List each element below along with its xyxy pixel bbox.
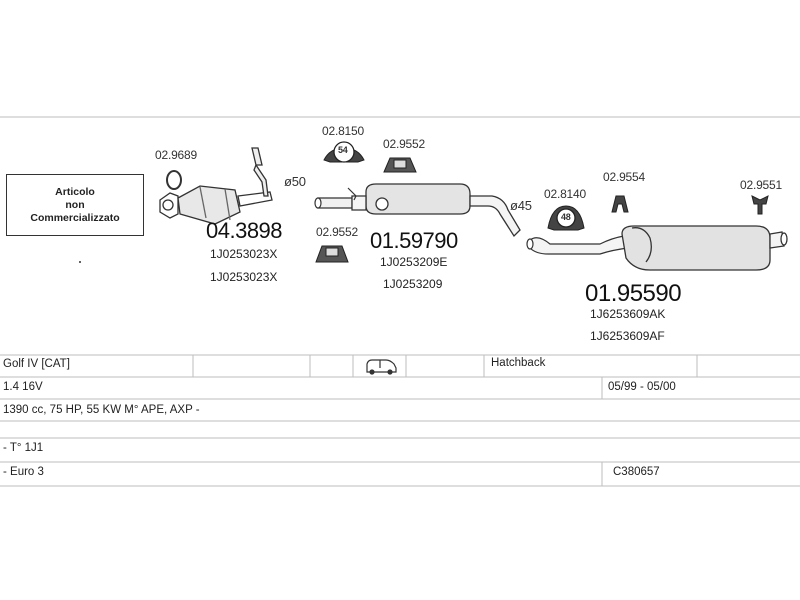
catalyst-oem-1: 1J0253023X bbox=[210, 247, 278, 261]
hanger-top-icon bbox=[383, 157, 417, 173]
vehicle-engine: 1.4 16V bbox=[3, 381, 43, 393]
middle-silencer-code[interactable]: 01.59790 bbox=[370, 228, 458, 253]
middle-silencer-oem-2: 1J0253209 bbox=[383, 277, 443, 291]
catalyst-code[interactable]: 04.3898 bbox=[206, 218, 283, 243]
vehicle-years: 05/99 - 05/00 bbox=[608, 381, 676, 393]
catalyst-oem-2: 1J0253023X bbox=[210, 270, 278, 284]
rubber-mount-2-code[interactable]: 02.9551 bbox=[740, 178, 782, 192]
not-sold-line-2: non bbox=[65, 198, 85, 211]
bracket-icon bbox=[347, 187, 357, 201]
rear-silencer-shape bbox=[621, 225, 788, 271]
middle-silencer-oem-1: 1J0253209E bbox=[380, 255, 448, 269]
clamp-48-icon bbox=[547, 205, 585, 231]
clamp-top-code[interactable]: 02.8150 bbox=[322, 124, 364, 138]
stray-dot bbox=[79, 261, 81, 263]
clamp-top-size: 54 bbox=[338, 145, 348, 155]
middle-silencer-shape bbox=[351, 183, 521, 238]
hanger-bottom-code[interactable]: 02.9552 bbox=[316, 225, 358, 239]
rubber-mount-code[interactable]: 02.9554 bbox=[603, 170, 645, 184]
not-sold-box: Articolo non Commercializzato bbox=[6, 174, 144, 236]
clamp-54-icon bbox=[323, 141, 365, 163]
hanger-top-code[interactable]: 02.9552 bbox=[383, 137, 425, 151]
pipe-diameter-50: ø50 bbox=[284, 174, 306, 189]
hanger-bottom-icon bbox=[315, 245, 349, 263]
rear-silencer-oem-1: 1J6253609AK bbox=[590, 307, 666, 321]
front-pipe-shape bbox=[314, 197, 353, 209]
rubber-mount-icon bbox=[611, 195, 629, 213]
rear-pipe-shape bbox=[526, 235, 629, 255]
vehicle-specs: 1390 cc, 75 HP, 55 KW M° APE, AXP - bbox=[3, 404, 200, 416]
pipe-diameter-45: ø45 bbox=[510, 198, 532, 213]
rear-silencer-oem-2: 1J6253609AF bbox=[590, 329, 665, 343]
vehicle-type-code: - T° 1J1 bbox=[3, 442, 44, 454]
not-sold-line-3: Commercializzato bbox=[30, 211, 120, 224]
clamp-rear-size: 48 bbox=[561, 212, 571, 222]
seal-code[interactable]: 02.9689 bbox=[155, 148, 197, 162]
clamp-rear-code[interactable]: 02.8140 bbox=[544, 187, 586, 201]
vehicle-emission: - Euro 3 bbox=[3, 466, 44, 478]
car-icon bbox=[366, 359, 397, 375]
vehicle-ref-code: C380657 bbox=[613, 466, 660, 478]
not-sold-line-1: Articolo bbox=[55, 185, 95, 198]
rubber-mount-2-icon bbox=[751, 195, 769, 215]
rear-silencer-code[interactable]: 01.95590 bbox=[585, 280, 682, 307]
vehicle-model: Golf IV [CAT] bbox=[3, 358, 70, 370]
vehicle-body-type: Hatchback bbox=[491, 357, 546, 369]
seal-ring-icon bbox=[166, 170, 182, 190]
vehicle-table-grid bbox=[0, 354, 800, 487]
sensor-pipe-shape bbox=[251, 147, 269, 197]
